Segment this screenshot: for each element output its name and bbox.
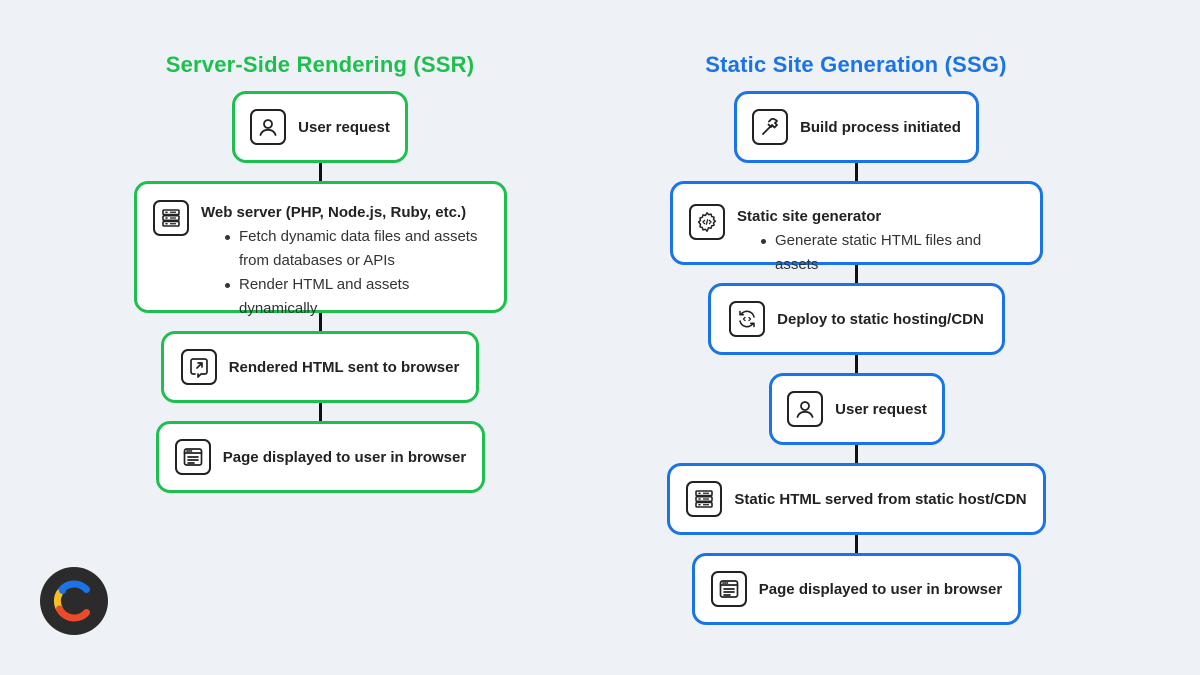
bullet-item-continuation: from databases or APIs	[239, 252, 395, 269]
hammer-icon	[752, 109, 789, 145]
bullet-item: Render HTML and assets dynamically	[225, 273, 488, 321]
ssr-connector-1	[319, 161, 322, 183]
ssg-step-static-site-generator: Static site generator Generate static HT…	[670, 181, 1043, 273]
ssr-connector-3	[319, 401, 322, 423]
bullet-item: Fetch dynamic data files and assets	[225, 225, 488, 249]
ssg-title: Static Site Generation (SSG)	[705, 52, 1007, 77]
user-icon	[250, 109, 287, 145]
ssr-connector-2	[319, 311, 322, 333]
step-label: Page displayed to user in browser	[222, 448, 467, 466]
step-label: User request	[835, 400, 927, 418]
ssg-step-page-displayed: Page displayed to user in browser	[692, 553, 1021, 625]
ssr-step-web-server: Web server (PHP, Node.js, Ruby, etc.) Fe…	[134, 181, 507, 317]
ssr-step-user-request: User request	[232, 91, 408, 163]
ssg-step-user-request: User request	[769, 373, 945, 445]
step-label: User request	[298, 118, 390, 136]
bullet-item: Generate static HTML files and assets	[761, 229, 1024, 277]
ssg-step-static-html-served: Static HTML served from static host/CDN	[667, 463, 1046, 535]
user-icon	[787, 391, 824, 427]
ssr-step-page-displayed: Page displayed to user in browser	[156, 421, 485, 493]
ssg-step-build-process: Build process initiated	[734, 91, 979, 163]
brand-c-logo	[40, 567, 108, 635]
step-label: Web server (PHP, Node.js, Ruby, etc.)	[201, 204, 467, 221]
step-label: Build process initiated	[800, 118, 961, 136]
server-icon	[686, 481, 723, 517]
step-label: Page displayed to user in browser	[758, 580, 1003, 598]
ssr-step-rendered-html: Rendered HTML sent to browser	[161, 331, 479, 403]
send-icon	[180, 349, 217, 385]
browser-page-icon	[710, 571, 747, 607]
ssr-title: Server-Side Rendering (SSR)	[165, 52, 475, 77]
ssg-connector-2	[855, 263, 858, 285]
ssg-connector-1	[855, 161, 858, 183]
step-label: Static site generator	[737, 208, 882, 225]
ssg-step-deploy: Deploy to static hosting/CDN	[708, 283, 1005, 355]
ssg-connector-4	[855, 443, 858, 465]
code-gear-icon	[689, 204, 725, 240]
step-label: Static HTML served from static host/CDN	[734, 490, 1027, 508]
step-label: Deploy to static hosting/CDN	[777, 310, 984, 328]
server-icon	[153, 200, 189, 236]
sync-code-icon	[729, 301, 766, 337]
ssg-connector-3	[855, 353, 858, 375]
step-label: Rendered HTML sent to browser	[228, 358, 460, 376]
browser-page-icon	[174, 439, 211, 475]
ssg-connector-5	[855, 533, 858, 555]
